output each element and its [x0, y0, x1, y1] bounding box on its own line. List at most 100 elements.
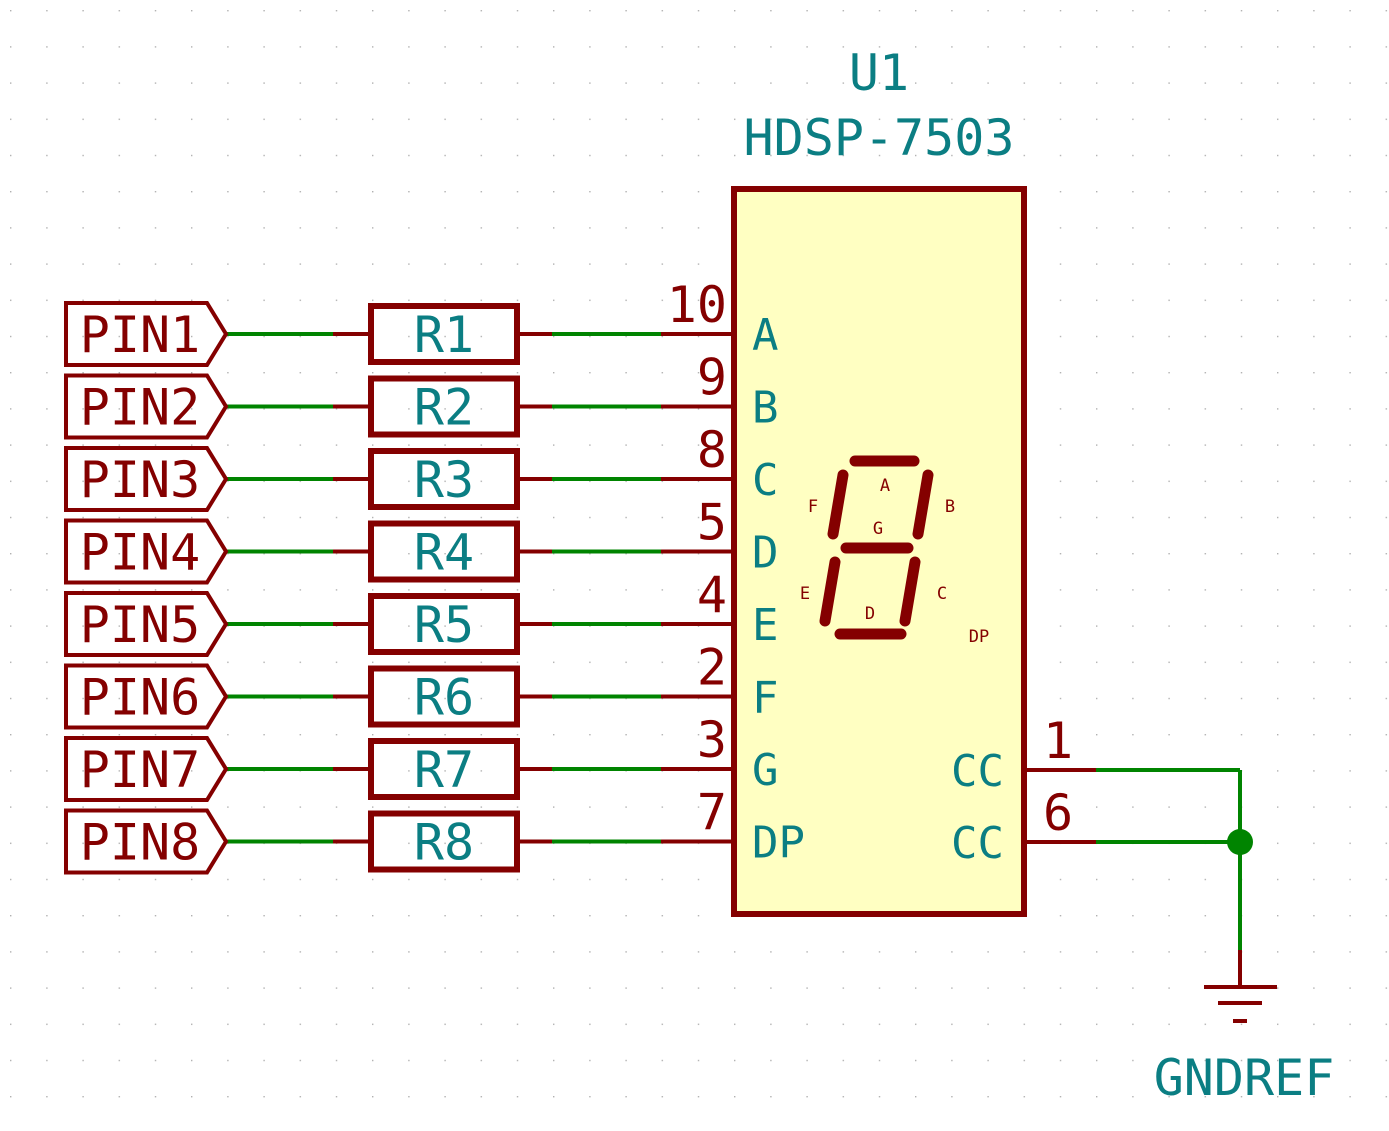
ground-label: GNDREF — [1154, 1049, 1335, 1107]
segment-e — [819, 556, 841, 627]
pin-g[interactable]: 3G — [661, 711, 779, 796]
resistor-body — [368, 375, 520, 438]
pin-number: 1 — [1043, 712, 1073, 770]
hier-label-pin2[interactable]: PIN2 — [64, 373, 229, 440]
pin-number: 8 — [697, 421, 727, 479]
resistor-r1[interactable]: R1 — [368, 303, 520, 365]
resistor-body — [368, 738, 520, 800]
segment-label-c: C — [937, 584, 947, 604]
resistor-body — [368, 593, 520, 655]
ground-symbol[interactable]: GNDREF — [1154, 950, 1335, 1107]
segment-f — [827, 469, 849, 540]
pin-name: CC — [951, 818, 1004, 869]
segment-label-g: G — [873, 519, 883, 539]
hier-label-pin7[interactable]: PIN7 — [64, 736, 229, 802]
pin-number: 3 — [697, 711, 727, 769]
pin-name: C — [752, 455, 779, 506]
pin-cc-1[interactable]: 1CC — [951, 712, 1096, 797]
segment-label-dp: DP — [969, 627, 989, 647]
hier-label-outline — [64, 591, 229, 657]
pin-cc-2[interactable]: 6CC — [951, 784, 1096, 869]
resistor-body — [368, 520, 520, 583]
pin-c[interactable]: 8C — [661, 421, 779, 506]
hier-label-text: PIN8 — [80, 814, 200, 872]
resistor-r8[interactable]: R8 — [368, 810, 520, 873]
hier-label-outline — [64, 518, 229, 585]
pin-number: 7 — [697, 784, 727, 842]
hier-label-pin1[interactable]: PIN1 — [64, 301, 229, 367]
hier-label-outline — [64, 446, 229, 512]
pin-name: E — [752, 600, 779, 651]
resistor-r2[interactable]: R2 — [368, 375, 520, 438]
resistor-r6[interactable]: R6 — [368, 665, 520, 728]
pin-name: F — [752, 673, 779, 724]
resistor-body — [368, 448, 520, 510]
resistor-r3[interactable]: R3 — [368, 448, 520, 510]
resistor-body — [368, 810, 520, 873]
hier-label-text: PIN4 — [80, 524, 200, 582]
seven-segment-glyph — [819, 455, 934, 640]
wires — [226, 332, 661, 844]
component-value: HDSP-7503 — [744, 109, 1015, 167]
segment-label-a: A — [880, 476, 890, 496]
hier-label-pin6[interactable]: PIN6 — [64, 663, 229, 730]
segment-label-d: D — [865, 604, 875, 624]
resistor-label: R3 — [414, 451, 474, 509]
resistor-label: R7 — [414, 741, 474, 799]
pin-number: 2 — [697, 639, 727, 697]
resistor-label: R1 — [414, 306, 474, 364]
hier-label-pin3[interactable]: PIN3 — [64, 446, 229, 512]
resistor-r4[interactable]: R4 — [368, 520, 520, 583]
segment-b — [912, 469, 934, 540]
hier-label-text: PIN7 — [80, 741, 200, 799]
pin-name: A — [752, 310, 779, 361]
ground-net — [1096, 768, 1253, 950]
pin-d[interactable]: 5D — [661, 494, 779, 579]
hier-label-outline — [64, 663, 229, 730]
resistor-r5[interactable]: R5 — [368, 593, 520, 655]
pin-number: 9 — [697, 349, 727, 407]
resistor-r7[interactable]: R7 — [368, 738, 520, 800]
pin-number: 10 — [667, 276, 727, 334]
segment-label-b: B — [945, 497, 955, 517]
resistor-label: R4 — [414, 524, 474, 582]
pin-name: DP — [752, 818, 805, 869]
resistor-body — [368, 303, 520, 365]
resistor-label: R5 — [414, 596, 474, 654]
pin-b[interactable]: 9B — [661, 349, 779, 434]
hier-label-pin4[interactable]: PIN4 — [64, 518, 229, 585]
pin-number: 6 — [1043, 784, 1073, 842]
pin-dp[interactable]: 7DP — [661, 784, 805, 869]
segment-c — [899, 556, 921, 627]
hier-label-pin5[interactable]: PIN5 — [64, 591, 229, 657]
pin-f[interactable]: 2F — [661, 639, 779, 724]
pin-number: 5 — [697, 494, 727, 552]
hier-label-text: PIN3 — [80, 451, 200, 509]
pin-number: 4 — [697, 566, 727, 624]
hier-label-outline — [64, 301, 229, 367]
resistor-label: R8 — [414, 814, 474, 872]
segment-label-e: E — [800, 584, 810, 604]
hier-label-text: PIN5 — [80, 596, 200, 654]
hier-label-outline — [64, 736, 229, 802]
resistor-body — [368, 665, 520, 728]
pin-name: G — [752, 745, 779, 796]
hier-label-pin8[interactable]: PIN8 — [64, 808, 229, 875]
hier-label-text: PIN6 — [80, 669, 200, 727]
hier-label-outline — [64, 373, 229, 440]
resistor-label: R6 — [414, 669, 474, 727]
resistor-label: R2 — [414, 379, 474, 437]
junction-dot — [1227, 829, 1253, 855]
pin-e[interactable]: 4E — [661, 566, 779, 651]
hier-label-text: PIN2 — [80, 379, 200, 437]
component-reference: U1 — [849, 44, 909, 102]
pin-a[interactable]: 10A — [661, 276, 779, 361]
pin-name: D — [752, 528, 779, 579]
